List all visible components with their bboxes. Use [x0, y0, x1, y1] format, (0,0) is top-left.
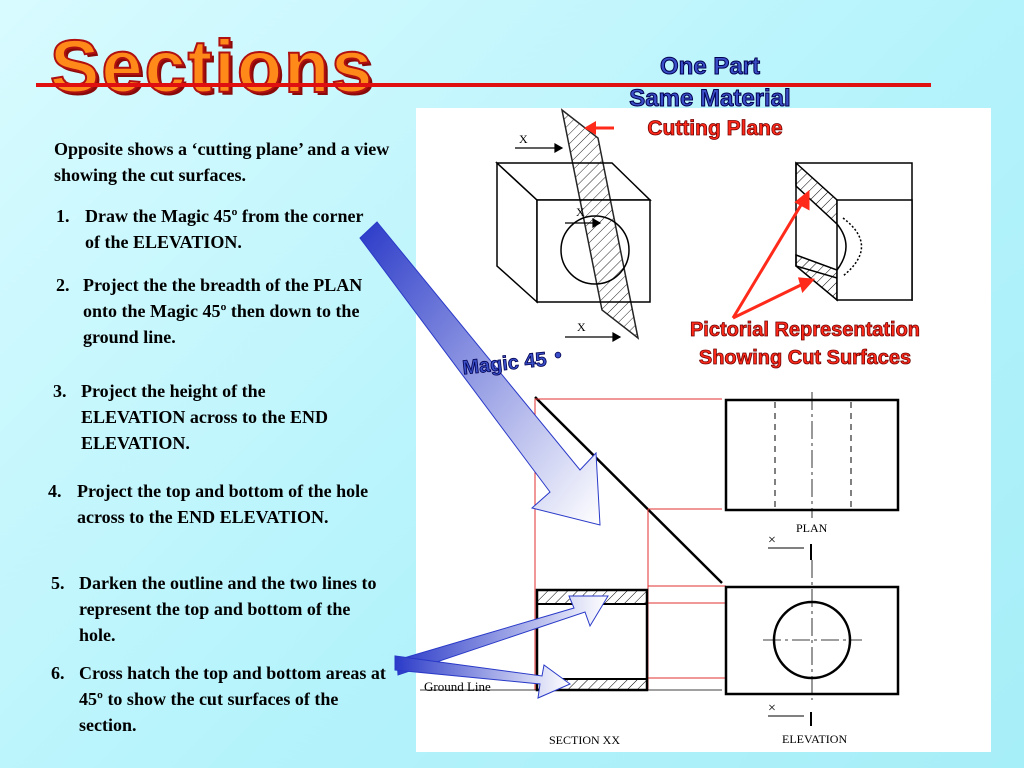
plan-view: [724, 392, 900, 518]
pictorial-label-line-1: Pictorial Representation: [689, 319, 921, 342]
step-text: Project the the breadth of the PLAN onto…: [83, 275, 363, 347]
intro-text: Opposite shows a ‘cutting plane’ and a v…: [54, 139, 390, 185]
step-text: Draw the Magic 45º from the corner of th…: [85, 206, 364, 252]
pictorial-pointers: [731, 189, 816, 320]
x-marker-top: X: [519, 132, 528, 146]
subtitle-line-2: Same Material: [629, 85, 791, 112]
step-number: 3.: [53, 381, 67, 401]
step-text: Cross hatch the top and bottom areas at …: [79, 663, 386, 735]
magic-45-line: [534, 396, 723, 584]
plan-label: PLAN: [796, 521, 828, 535]
cutting-plane-label: Cutting Plane: [647, 117, 783, 141]
pictorial-block: [495, 161, 652, 304]
step-number: 1.: [56, 206, 70, 226]
section-arrows: [515, 142, 622, 343]
step-text: Darken the outline and the two lines to …: [79, 573, 377, 645]
cutting-plane-pointer: [584, 121, 614, 135]
x-marker-middle: X: [576, 205, 585, 219]
x-marker-bottom: X: [577, 320, 586, 334]
step-number: 4.: [48, 481, 62, 501]
subtitle-line-1: One Part: [659, 53, 761, 80]
step-number: 6.: [51, 663, 65, 683]
title-underline: [36, 83, 931, 87]
section-label: SECTION XX: [549, 733, 620, 747]
step-text: Project the top and bottom of the hole a…: [77, 481, 369, 527]
ground-line-label: Ground Line: [424, 679, 491, 694]
magic-45-degree-mark: •: [554, 345, 562, 368]
elevation-view: [724, 544, 900, 726]
pictorial-label-line-2: Showing Cut Surfaces: [698, 347, 912, 370]
step-number: 5.: [51, 573, 65, 593]
step-number: 2.: [56, 275, 70, 295]
section-cross-marker-bottom: ×: [768, 701, 776, 716]
elevation-label: ELEVATION: [782, 732, 848, 746]
step-arrows: [359, 221, 609, 699]
section-cross-marker-top: ×: [768, 533, 776, 548]
step-text: Project the height of the ELEVATION acro…: [81, 381, 329, 453]
pictorial-cut-piece: [795, 161, 913, 302]
slide-title: Sections: [49, 25, 375, 108]
